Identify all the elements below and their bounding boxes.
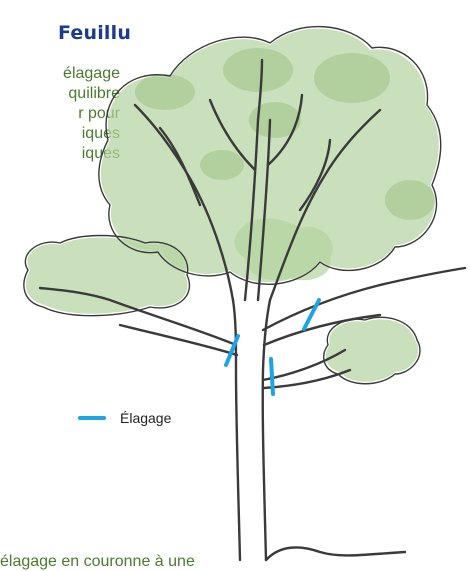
caption-text: élagage en couronne à une	[0, 553, 195, 571]
pruning-cuts	[226, 300, 319, 394]
legend-label: Élagage	[120, 410, 171, 426]
pruning-cut-mark	[271, 359, 273, 394]
pruning-cut-mark	[304, 300, 319, 329]
pruning-line-icon	[78, 416, 106, 420]
legend: Élagage	[78, 408, 171, 428]
